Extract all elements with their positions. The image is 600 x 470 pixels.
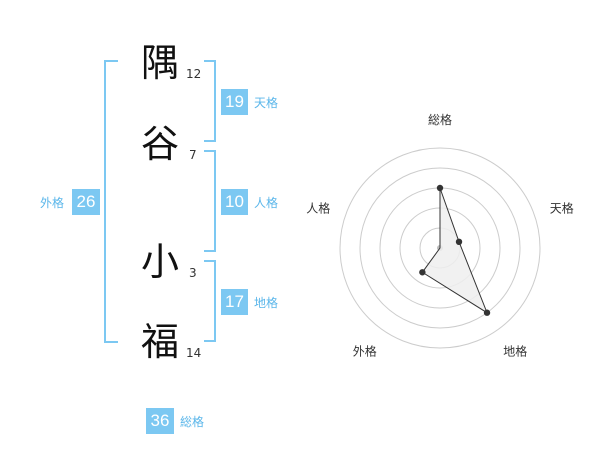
char-3: 小 <box>141 240 180 284</box>
chikaku-badge: 17 <box>221 289 248 315</box>
radar-ring <box>339 147 541 349</box>
char-1-strokes: 12 <box>186 67 202 81</box>
radar-axis-label: 人格 <box>306 200 330 215</box>
gaikaku-label: 外格 <box>40 196 65 210</box>
chikaku-label: 地格 <box>254 296 279 310</box>
tenkaku-bracket <box>204 60 216 142</box>
chikaku-bracket <box>204 260 216 342</box>
char-4-strokes: 14 <box>186 346 202 360</box>
char-1: 隅 <box>141 41 180 85</box>
tenkaku-label: 天格 <box>254 96 279 110</box>
radar-axis-label: 地格 <box>503 344 527 359</box>
radar-point <box>436 184 444 192</box>
char-4: 福 <box>141 320 180 364</box>
radar-axis-label: 総格 <box>428 112 452 127</box>
jinkaku-badge: 10 <box>221 189 248 215</box>
radar-point <box>483 309 491 316</box>
soukaku-label: 総格 <box>180 415 205 429</box>
gaikaku-bracket <box>104 60 118 343</box>
char-2-strokes: 7 <box>189 148 197 162</box>
radar-point <box>455 238 463 246</box>
radar-ring <box>359 167 521 329</box>
jinkaku-bracket <box>204 150 216 252</box>
soukaku-badge: 36 <box>146 408 174 434</box>
gaikaku-badge: 26 <box>72 189 100 215</box>
radar-axis-label: 外格 <box>353 344 377 359</box>
jinkaku-label: 人格 <box>254 196 279 210</box>
char-3-strokes: 3 <box>189 266 197 280</box>
char-2: 谷 <box>141 122 180 166</box>
radar-point <box>419 269 426 276</box>
tenkaku-badge: 19 <box>221 89 248 115</box>
radar-area <box>421 187 489 314</box>
radar-axis-label: 天格 <box>550 200 574 215</box>
